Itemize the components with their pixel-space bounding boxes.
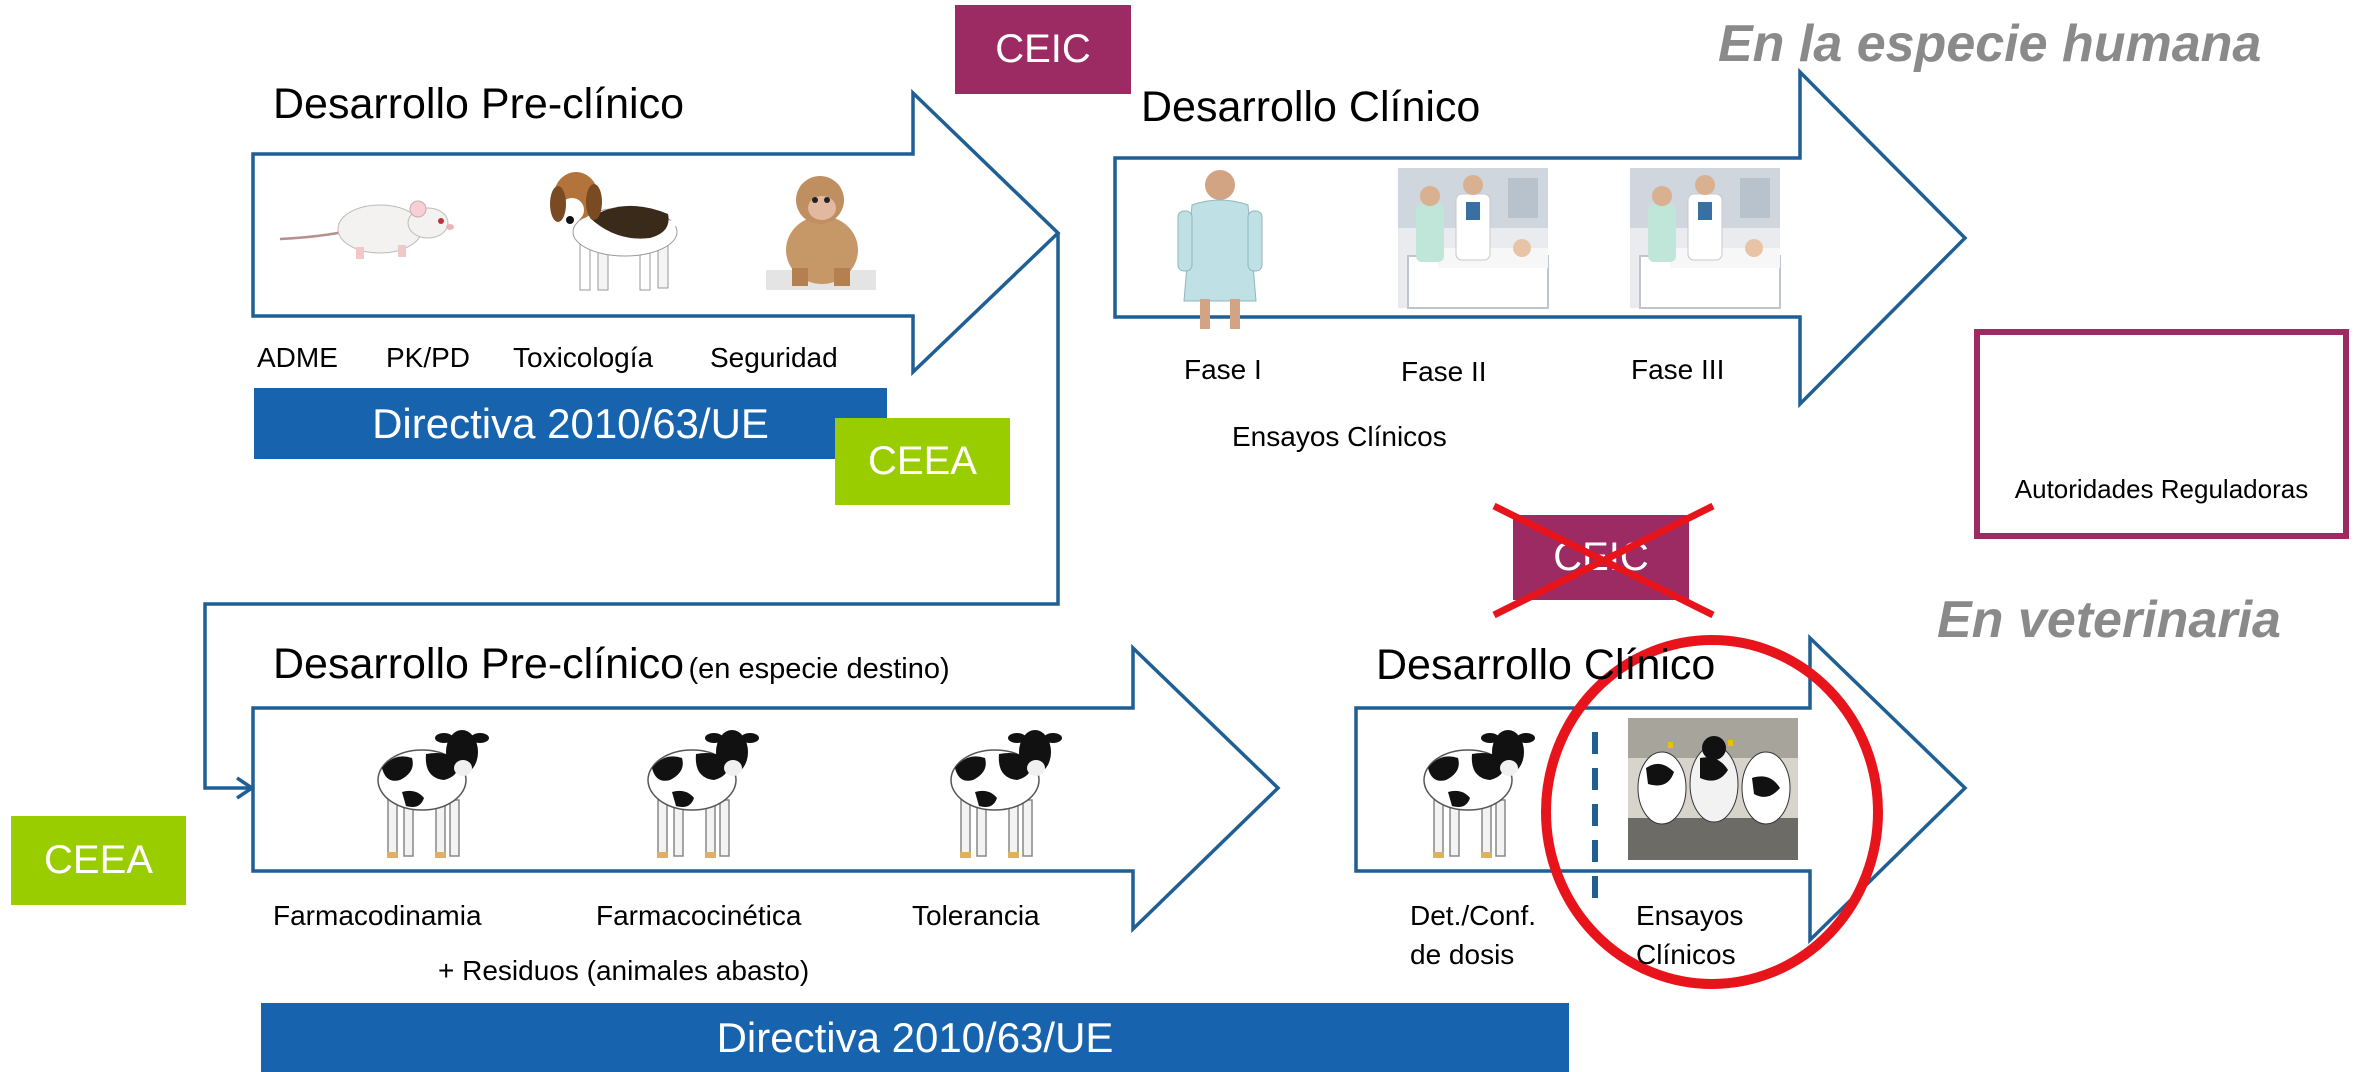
connector-elbow xyxy=(203,233,1060,790)
label-pkpd: PK/PD xyxy=(386,342,471,373)
label-phase-1: Fase I xyxy=(1184,354,1262,385)
regulators-box: Autoridades Reguladoras xyxy=(1974,329,2349,539)
ceea-badge-top: CEEA xyxy=(835,418,1010,505)
top-clinical-title: Desarrollo Clínico xyxy=(1141,83,1481,131)
hospital-bed-image-2 xyxy=(1629,167,1781,309)
calf-image-3 xyxy=(950,729,1063,859)
monkey-image xyxy=(766,176,876,290)
ceea-badge-bottom: CEEA xyxy=(11,816,186,905)
cattle-herd-image xyxy=(1628,718,1798,860)
rat-image xyxy=(279,200,454,259)
ceic-badge-top: CEIC xyxy=(955,5,1131,94)
calf-image-2 xyxy=(647,729,760,859)
label-safety: Seguridad xyxy=(710,342,838,373)
bottom-preclinical-title: Desarrollo Pre-clínico (en especie desti… xyxy=(273,640,950,689)
bottom-preclinical-title-main: Desarrollo Pre-clínico xyxy=(273,640,685,688)
hospital-bed-image-1 xyxy=(1397,167,1549,309)
arrow-top-preclinical xyxy=(251,88,1061,377)
regulators-label: Autoridades Reguladoras xyxy=(2014,474,2309,504)
label-adme: ADME xyxy=(257,342,338,373)
label-pharmacodynamics: Farmacodinamia xyxy=(273,900,482,931)
label-trials-line1: Ensayos xyxy=(1636,900,1744,931)
patient-in-gown-image xyxy=(1177,170,1263,329)
ceic-badge-crossed: CEIC xyxy=(1513,515,1689,600)
label-phase-2: Fase II xyxy=(1401,356,1487,387)
arrow-shapes xyxy=(203,67,1968,945)
bottom-clinical-title: Desarrollo Clínico xyxy=(1376,641,1716,689)
arrow-bottom-clinical xyxy=(1354,633,1968,945)
directive-banner-bottom: Directiva 2010/63/UE xyxy=(261,1003,1569,1072)
heading-human: En la especie humana xyxy=(1718,15,2262,73)
arrow-bottom-preclinical xyxy=(251,643,1281,934)
beagle-image xyxy=(550,172,691,291)
heading-veterinary: En veterinaria xyxy=(1937,591,2281,649)
highlight-circle xyxy=(1541,635,1883,989)
label-trials-line2: Clínicos xyxy=(1636,939,1736,970)
bottom-preclinical-subtitle: (en especie destino) xyxy=(688,653,950,685)
calf-image-1 xyxy=(377,729,490,859)
label-toxicology: Toxicología xyxy=(513,342,654,373)
directive-banner-top: Directiva 2010/63/UE xyxy=(254,388,887,459)
label-pharmacokinetics: Farmacocinética xyxy=(596,900,802,931)
label-dose-line1: Det./Conf. xyxy=(1410,900,1537,931)
label-residues: + Residuos (animales abasto) xyxy=(438,955,810,986)
clinical-trials-caption: Ensayos Clínicos xyxy=(1232,421,1447,452)
calf-image-4 xyxy=(1423,729,1536,859)
arrow-top-clinical xyxy=(1113,67,1968,409)
label-dose-line2: de dosis xyxy=(1410,939,1515,970)
label-tolerance: Tolerancia xyxy=(912,900,1040,931)
label-phase-3: Fase III xyxy=(1631,354,1725,385)
top-preclinical-title: Desarrollo Pre-clínico xyxy=(273,80,685,128)
